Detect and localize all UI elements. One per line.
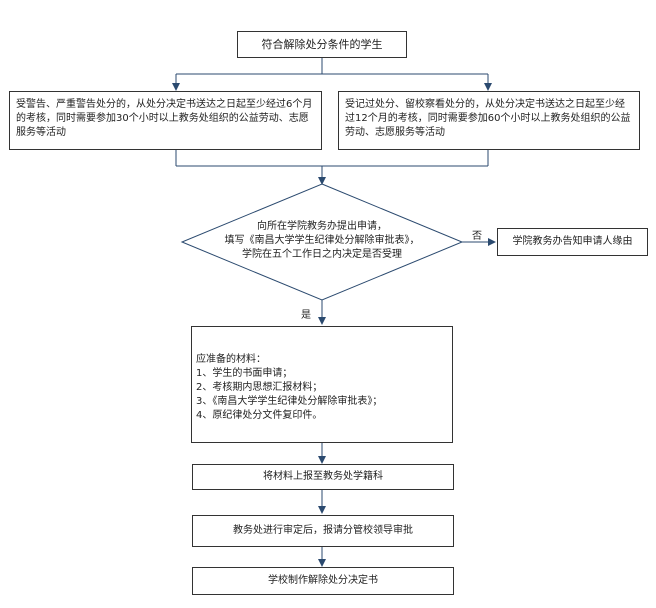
materials-item: 1、学生的书面申请；: [196, 368, 293, 379]
start-label: 符合解除处分条件的学生: [261, 37, 383, 51]
no-label: 否: [472, 231, 482, 242]
submit-box: 将材料上报至教务处学籍科: [192, 464, 454, 490]
materials-box: 应准备的材料： 1、学生的书面申请； 2、考核期内思想汇报材料； 3、《南昌大学…: [191, 326, 453, 443]
materials-list: 1、学生的书面申请； 2、考核期内思想汇报材料； 3、《南昌大学学生纪律处分解除…: [196, 367, 448, 423]
decision-diamond: [180, 183, 464, 301]
right-condition-text: 受记过处分、留校察看处分的，从处分决定书送达之日起至少经过12个月的考核，同时需…: [345, 99, 631, 138]
decision-line-3: 学院在五个工作日之内决定是否受理: [242, 249, 402, 260]
review-box: 教务处进行审定后，报请分管校领导审批: [192, 515, 454, 547]
materials-item: 4、原纪律处分文件复印件。: [196, 410, 323, 421]
right-condition-box: 受记过处分、留校察看处分的，从处分决定书送达之日起至少经过12个月的考核，同时需…: [338, 91, 640, 150]
decision-text: 向所在学院教务办提出申请， 填写《南昌大学学生纪律处分解除审批表》， 学院在五个…: [202, 220, 442, 262]
left-condition-text: 受警告、严重警告处分的，从处分决定书送达之日起至少经过6个月的考核，同时需要参加…: [16, 99, 313, 138]
materials-title: 应准备的材料：: [196, 354, 266, 365]
submit-label: 将材料上报至教务处学籍科: [263, 471, 383, 482]
start-box: 符合解除处分条件的学生: [237, 31, 407, 58]
final-box: 学校制作解除处分决定书: [192, 567, 454, 595]
reject-box: 学院教务办告知申请人缘由: [497, 228, 648, 256]
final-label: 学校制作解除处分决定书: [268, 575, 378, 586]
left-condition-box: 受警告、严重警告处分的，从处分决定书送达之日起至少经过6个月的考核，同时需要参加…: [9, 91, 322, 150]
materials-item: 2、考核期内思想汇报材料；: [196, 382, 323, 393]
review-label: 教务处进行审定后，报请分管校领导审批: [233, 525, 413, 536]
reject-label: 学院教务办告知申请人缘由: [512, 236, 633, 247]
materials-item: 3、《南昌大学学生纪律处分解除审批表》；: [196, 396, 383, 407]
decision-line-2: 填写《南昌大学学生纪律处分解除审批表》，: [224, 235, 420, 246]
decision-line-1: 向所在学院教务办提出申请，: [257, 221, 387, 232]
yes-label: 是: [301, 310, 311, 321]
